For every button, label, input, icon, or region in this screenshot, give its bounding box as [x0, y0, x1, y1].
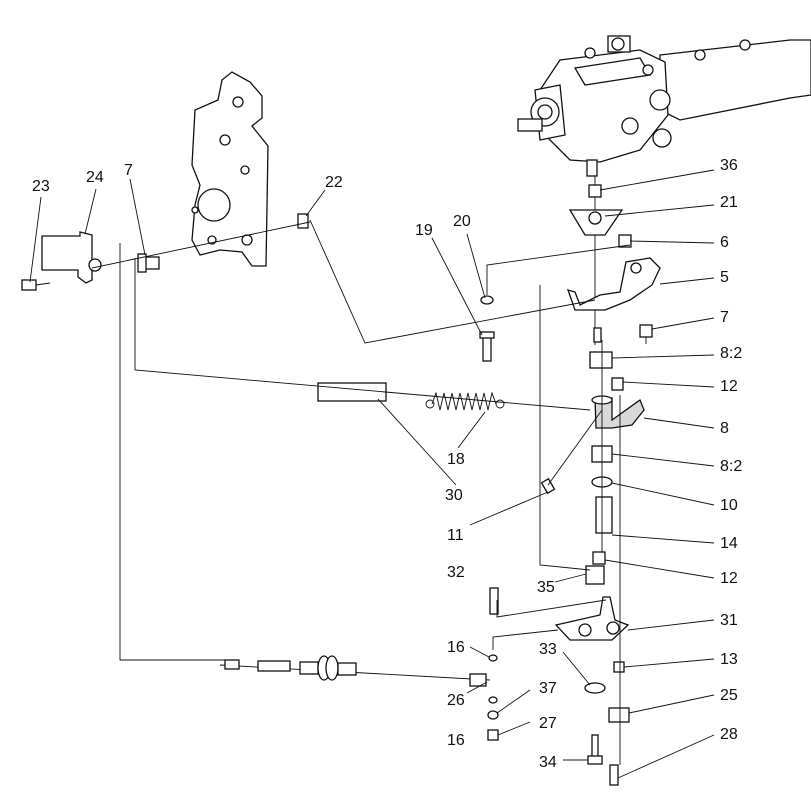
- callout-8: 8: [720, 420, 729, 437]
- callout-32: 32: [447, 564, 465, 581]
- callout-12-bottom: 12: [720, 570, 738, 587]
- callout-11: 11: [447, 527, 464, 544]
- setscrew-11: [540, 477, 556, 495]
- callout-36: 36: [720, 157, 738, 174]
- bolt-23: [21, 279, 51, 291]
- pump-assembly: [517, 35, 811, 177]
- bolt-7-left: [137, 253, 160, 273]
- callout-10: 10: [720, 497, 738, 514]
- callout-26: 26: [447, 692, 465, 709]
- callout-16-bottom: 16: [447, 732, 465, 749]
- callout-22: 22: [325, 174, 343, 191]
- mounting-plate: [191, 71, 269, 267]
- washer-16a: [488, 654, 498, 662]
- bolt-19: [479, 331, 495, 362]
- pivot-stack: [554, 176, 661, 786]
- callout-7-left: 7: [124, 162, 133, 179]
- callout-13: 13: [720, 651, 738, 668]
- spring-18: [425, 391, 505, 411]
- tube-30: [317, 382, 387, 402]
- callout-28: 28: [720, 726, 738, 743]
- callout-7-right: 7: [720, 309, 729, 326]
- callout-27: 27: [539, 715, 557, 732]
- nut-22: [297, 213, 309, 229]
- bolt-32: [489, 587, 499, 615]
- callout-20: 20: [453, 213, 471, 230]
- washer-20: [480, 295, 494, 305]
- cable-assembly: [219, 655, 491, 687]
- callout-19: 19: [415, 222, 433, 239]
- leader-lines: [29, 169, 715, 779]
- callout-25: 25: [720, 687, 738, 704]
- callout-35: 35: [537, 579, 555, 596]
- callouts: 23 24 7 22 20 19 36 21 6 5 7 8:2 12 8 18…: [32, 157, 742, 771]
- callout-6: 6: [720, 234, 729, 251]
- callout-31: 31: [720, 612, 738, 629]
- assembly-lines: [119, 219, 631, 765]
- callout-5: 5: [720, 269, 729, 286]
- callout-18: 18: [447, 451, 465, 468]
- callout-34: 34: [539, 754, 557, 771]
- callout-37: 37: [539, 680, 557, 697]
- callout-8-2-top: 8:2: [720, 345, 742, 362]
- callout-14: 14: [720, 535, 738, 552]
- callout-8-2-bottom: 8:2: [720, 458, 742, 475]
- bracket-24: [41, 231, 102, 284]
- callout-33: 33: [539, 641, 557, 658]
- nut-27: [487, 729, 499, 741]
- callout-12-top: 12: [720, 378, 738, 395]
- callout-16-top: 16: [447, 639, 465, 656]
- callout-30: 30: [445, 487, 463, 504]
- rod-line: [91, 221, 311, 269]
- washer-16b: [488, 696, 498, 704]
- callout-21: 21: [720, 194, 738, 211]
- callout-24: 24: [86, 169, 104, 186]
- washer-37: [487, 710, 499, 720]
- callout-23: 23: [32, 178, 50, 195]
